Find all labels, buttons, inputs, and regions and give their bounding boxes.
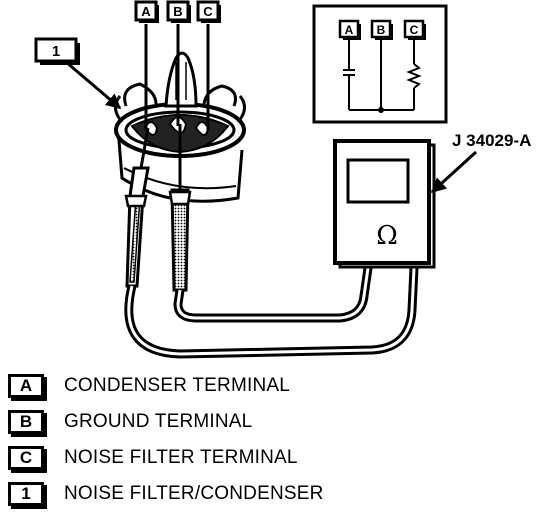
legend-key-1: 1	[8, 482, 44, 506]
wiring-diagram: Ω J 34029-A 1 A B C A B C	[34, 0, 531, 359]
probe-label-a: A	[134, 0, 159, 23]
svg-text:A: A	[141, 4, 151, 19]
svg-text:B: B	[173, 4, 182, 19]
svg-text:C: C	[203, 4, 213, 19]
legend-item-a: A CONDENSER TERMINAL	[8, 372, 408, 408]
legend-key-a: A	[8, 374, 44, 398]
schematic-label-b: B	[377, 23, 386, 37]
legend-text-c: NOISE FILTER TERMINAL	[64, 447, 298, 468]
legend-item-c: C NOISE FILTER TERMINAL	[8, 444, 408, 480]
resistor-symbol	[406, 63, 422, 89]
ohm-symbol: Ω	[376, 221, 398, 251]
legend-item-1: 1 NOISE FILTER/CONDENSER	[8, 480, 408, 516]
meter-probes	[124, 124, 192, 292]
legend: A CONDENSER TERMINAL B GROUND TERMINAL C…	[8, 372, 408, 516]
noise-filter-condenser	[114, 51, 246, 203]
meter-label: J 34029-A	[452, 131, 531, 150]
schematic-inset: A B C	[312, 4, 448, 124]
meter-arrow	[430, 150, 478, 194]
schematic-label-c: C	[410, 23, 419, 37]
meter-cables	[124, 267, 419, 359]
legend-text-1: NOISE FILTER/CONDENSER	[64, 483, 324, 504]
schematic-label-a: A	[345, 23, 354, 37]
legend-text-a: CONDENSER TERMINAL	[64, 375, 291, 396]
probe-label-c: C	[196, 0, 221, 23]
probe-lines	[144, 24, 210, 130]
probe-label-b: B	[166, 0, 191, 23]
legend-key-c: C	[8, 446, 44, 470]
ohmmeter: Ω	[333, 139, 436, 269]
legend-item-b: B GROUND TERMINAL	[8, 408, 408, 444]
legend-text-b: GROUND TERMINAL	[64, 411, 253, 432]
callout-1: 1	[34, 37, 122, 110]
legend-key-b: B	[8, 410, 44, 434]
callout-1-label: 1	[52, 43, 60, 60]
